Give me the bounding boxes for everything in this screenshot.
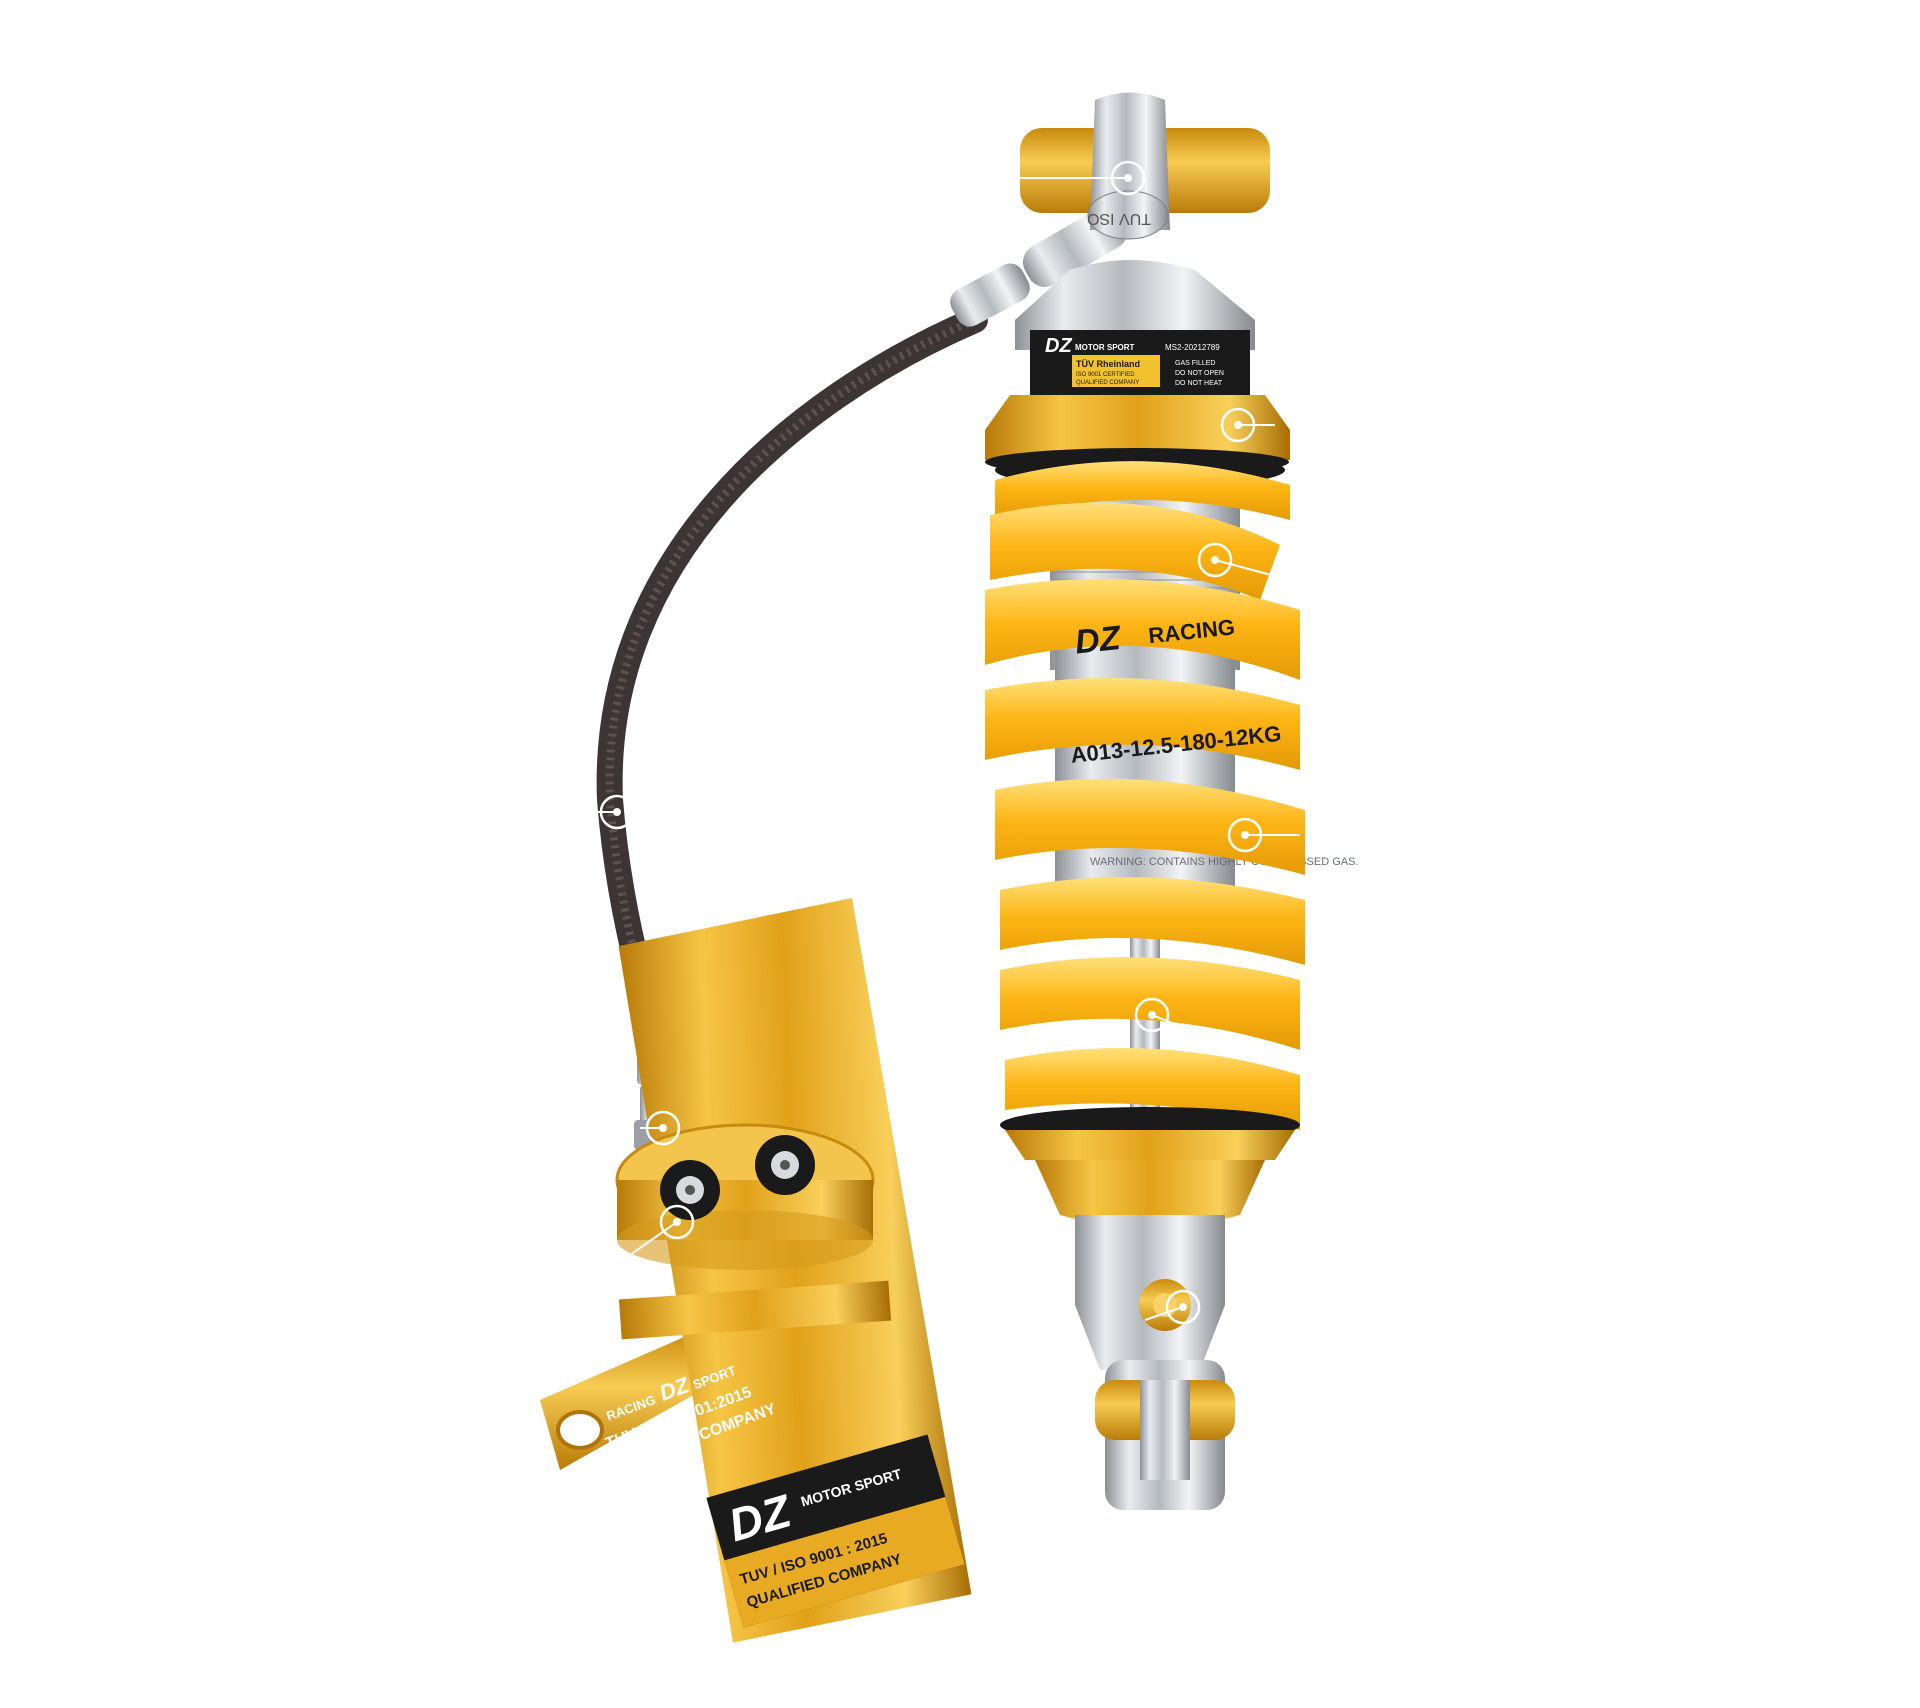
hotspot-ring[interactable] xyxy=(1110,160,1146,196)
hotspot-dot xyxy=(613,808,621,816)
top-label-warn3: DO NOT HEAT xyxy=(1175,380,1223,387)
hotspot-dot xyxy=(1124,174,1132,182)
spring xyxy=(985,452,1305,1143)
top-label-brand: MOTOR SPORT xyxy=(1075,343,1135,352)
eyelet-text: TUV ISO xyxy=(1087,210,1151,227)
hotspot-ring[interactable] xyxy=(645,1110,681,1146)
body-warning: WARNING: CONTAINS HIGHLY COMPRESSED GAS. xyxy=(1090,856,1359,868)
main-shock: TUV ISO DZ MOTOR SPORT MS2-20212789 TÜV … xyxy=(985,92,1359,1510)
top-label-warn2: DO NOT OPEN xyxy=(1175,370,1224,377)
hotspot-dot xyxy=(1179,1303,1187,1311)
hotspot-dot xyxy=(659,1124,667,1132)
hotspot-ring[interactable] xyxy=(659,1204,695,1240)
hotspot-threaded-body[interactable] xyxy=(1197,542,1291,581)
hotspot-ring[interactable] xyxy=(1134,997,1170,1033)
hotspot-hose-fitting[interactable] xyxy=(640,1110,681,1146)
reservoir-knob-right[interactable] xyxy=(755,1135,815,1195)
hotspot-line xyxy=(1214,559,1291,581)
top-label-logo: DZ xyxy=(1045,335,1072,357)
reservoir-label: DZ MOTOR SPORT TUV / ISO 9001 : 2015 QUA… xyxy=(706,1434,965,1628)
hotspot-ring[interactable] xyxy=(1227,817,1263,853)
hotspot-ring[interactable] xyxy=(1220,407,1256,443)
top-label-company: QUALIFIED COMPANY xyxy=(1076,380,1139,386)
top-label-warn1: GAS FILLED xyxy=(1175,360,1215,367)
hotspot-hose[interactable] xyxy=(595,794,635,830)
top-label-cert-sub: ISO 9001 CERTIFIED xyxy=(1076,372,1135,378)
hotspot-preload-collar[interactable] xyxy=(1220,407,1275,443)
reservoir: RACING DZ SPORT TUV / ISO 9001:2015 QUAL… xyxy=(540,897,972,1643)
hotspot-spring[interactable] xyxy=(1227,817,1300,853)
hotspot-reservoir-adjuster[interactable] xyxy=(629,1204,695,1256)
hotspot-dot xyxy=(1211,556,1219,564)
hotspot-dot xyxy=(1234,421,1242,429)
hotspot-line xyxy=(1151,1014,1266,1061)
hotspot-top-eyelet[interactable] xyxy=(1020,160,1146,196)
hotspot-bottom-adjuster[interactable] xyxy=(1144,1289,1201,1325)
hotspot-ring[interactable] xyxy=(599,794,635,830)
hotspot-piston-rod[interactable] xyxy=(1134,997,1266,1061)
top-label-cert: TÜV Rheinland xyxy=(1076,359,1140,369)
hotspot-line xyxy=(1144,1306,1184,1321)
top-label-serial: MS2-20212789 xyxy=(1165,343,1220,352)
hotspot-ring[interactable] xyxy=(1197,542,1233,578)
hotspot-ring[interactable] xyxy=(1165,1289,1201,1325)
hotspot-dot xyxy=(673,1218,681,1226)
hotspot-dot xyxy=(1148,1011,1156,1019)
spring-logo: DZ xyxy=(1073,619,1123,662)
hotspot-dot xyxy=(1241,831,1249,839)
hotspot-line xyxy=(629,1221,678,1256)
